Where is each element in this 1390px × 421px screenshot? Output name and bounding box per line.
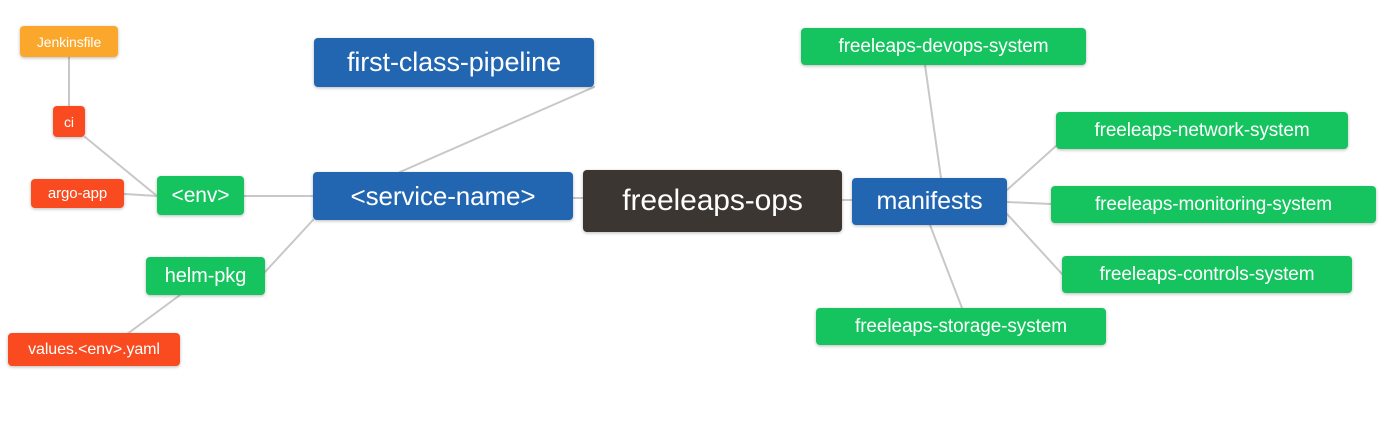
mindmap-edge-service-name-to-first-class-pipeline: [399, 86, 595, 173]
mindmap-node-freeleaps-ops[interactable]: freeleaps-ops: [583, 170, 842, 232]
mindmap-node-freeleaps-monitoring-system[interactable]: freeleaps-monitoring-system: [1051, 186, 1376, 223]
mindmap-node-freeleaps-network-system[interactable]: freeleaps-network-system: [1056, 112, 1348, 149]
mindmap-node-values-env-yaml[interactable]: values.<env>.yaml: [8, 333, 180, 366]
mindmap-node-env[interactable]: <env>: [157, 176, 244, 215]
mindmap-edge-service-name-to-helm-pkg: [264, 219, 314, 273]
mindmap-edge-manifests-to-freeleaps-monitoring-system: [1006, 201, 1052, 205]
mindmap-node-freeleaps-storage-system[interactable]: freeleaps-storage-system: [816, 308, 1106, 345]
mindmap-node-jenkinsfile[interactable]: Jenkinsfile: [20, 26, 118, 57]
mindmap-edge-manifests-to-freeleaps-controls-system: [1006, 213, 1063, 275]
mindmap-node-helm-pkg[interactable]: helm-pkg: [146, 257, 265, 295]
mindmap-node-argo-app[interactable]: argo-app: [31, 179, 124, 208]
mindmap-node-freeleaps-controls-system[interactable]: freeleaps-controls-system: [1062, 256, 1352, 293]
mindmap-node-manifests[interactable]: manifests: [852, 178, 1007, 225]
mindmap-edge-manifests-to-freeleaps-storage-system: [929, 224, 963, 309]
mindmap-node-service-name[interactable]: <service-name>: [313, 172, 573, 220]
mindmap-edge-manifests-to-freeleaps-network-system: [1006, 145, 1057, 191]
mindmap-node-ci[interactable]: ci: [53, 106, 85, 137]
mindmap-edge-argo-app-to-env: [123, 193, 158, 197]
mindmap-node-freeleaps-devops-system[interactable]: freeleaps-devops-system: [801, 28, 1086, 65]
mindmap-node-first-class-pipeline[interactable]: first-class-pipeline: [314, 38, 594, 87]
mindmap-edge-manifests-to-freeleaps-devops-system: [924, 64, 942, 179]
